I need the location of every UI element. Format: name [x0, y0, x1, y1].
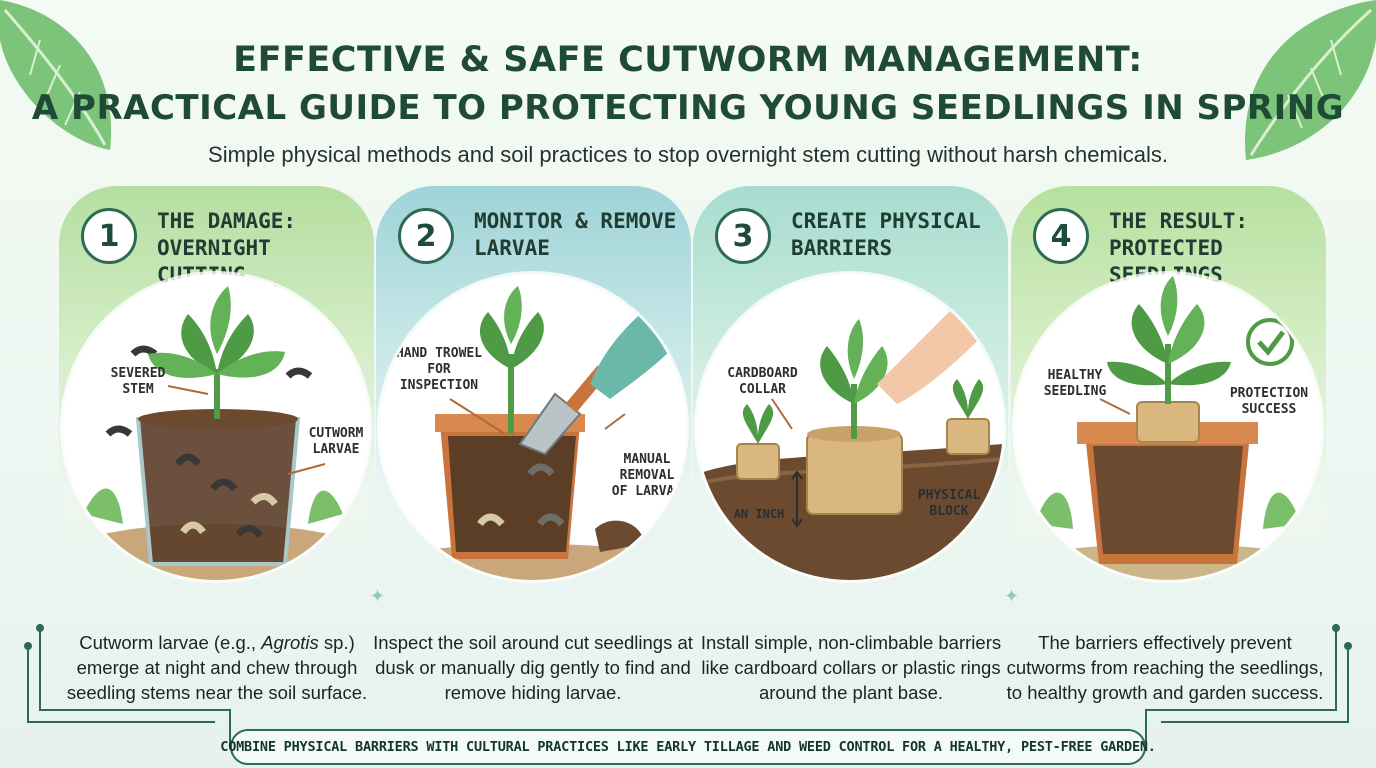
step-number: 1 [81, 208, 137, 264]
callout-cutworm-larvae: CUTWORM LARVAE [308, 426, 364, 457]
leaf-icon [0, 0, 112, 150]
seedling-icon [697, 294, 1003, 580]
step-number: 4 [1033, 208, 1089, 264]
step-number: 3 [715, 208, 771, 264]
cutworm-icon [105, 275, 313, 539]
sparkle-icon: ✦ [1004, 586, 1020, 606]
callout-healthy-seedling: HEALTHY SEEDLING [1043, 368, 1107, 399]
circuit-decoration [24, 624, 1352, 745]
page-title: EFFECTIVE & SAFE CUTWORM MANAGEMENT: [233, 40, 1143, 80]
callout-an-inch: AN INCH [733, 507, 785, 521]
step-title: CREATE PHYSICAL BARRIERS [791, 209, 981, 260]
step-panel-4: 4 THE RESULT: PROTECTED SEEDLINGS [1011, 186, 1326, 616]
seedling-icon [148, 286, 285, 419]
glove-icon [590, 284, 686, 399]
step-panel-3: 3 CREATE PHYSICAL BARRIERS [693, 186, 1008, 616]
step-number: 2 [398, 208, 454, 264]
footer-tip-text: COMBINE PHYSICAL BARRIERS WITH CULTURAL … [220, 739, 1156, 755]
callout-severed-stem: SEVERED STEM [110, 366, 166, 397]
hand-icon [877, 294, 1003, 404]
callout-cardboard-collar: CARDBOARD COLLAR [727, 366, 798, 397]
page-subtitle: Simple physical methods and soil practic… [208, 142, 1168, 167]
step-description-3: Install simple, non-climbable barriers l… [700, 632, 1002, 703]
step-illustration: CARDBOARD COLLAR AN INCH PHYSICAL BLOCK [697, 274, 1003, 580]
step-description-4: The barriers effectively prevent cutworm… [1006, 632, 1324, 703]
step-panel-1: 1 THE DAMAGE: OVERNIGHT CUTTING [59, 186, 374, 616]
sparkle-icon: ✦ [370, 586, 386, 606]
callout-hand-trowel: HAND TROWEL FOR INSPECTION [395, 346, 483, 393]
pot-icon [1018, 276, 1318, 580]
step-illustration: HEALTHY SEEDLING PROTECTION SUCCESS [1015, 274, 1321, 580]
step-title: MONITOR & REMOVE LARVAE [474, 209, 677, 260]
pot-icon [66, 275, 366, 580]
pot-icon [383, 284, 686, 580]
leaf-icon [1245, 0, 1376, 160]
footer-tip-banner: COMBINE PHYSICAL BARRIERS WITH CULTURAL … [220, 729, 1156, 765]
checkmark-icon [1246, 318, 1294, 366]
page-title-line2: A PRACTICAL GUIDE TO PROTECTING YOUNG SE… [31, 88, 1345, 128]
step-panel-2: 2 MONITOR & REMOVE LARVAE [376, 186, 691, 616]
step-description-2: Inspect the soil around cut seedlings at… [373, 632, 693, 703]
step-description-1: Cutworm larvae (e.g., Agrotis sp.) emerg… [66, 632, 368, 703]
callout-protection-success: PROTECTION SUCCESS [1229, 386, 1309, 417]
seedling-icon [479, 286, 544, 434]
callout-physical-block: PHYSICAL BLOCK [917, 488, 981, 519]
step-illustration: HAND TROWEL FOR INSPECTION MANUAL REMOVA… [380, 274, 686, 580]
step-illustration: SEVERED STEM CUTWORM LARVAE [63, 274, 369, 580]
callout-manual-removal: MANUAL REMOVAL OF LARVAE [611, 452, 683, 499]
